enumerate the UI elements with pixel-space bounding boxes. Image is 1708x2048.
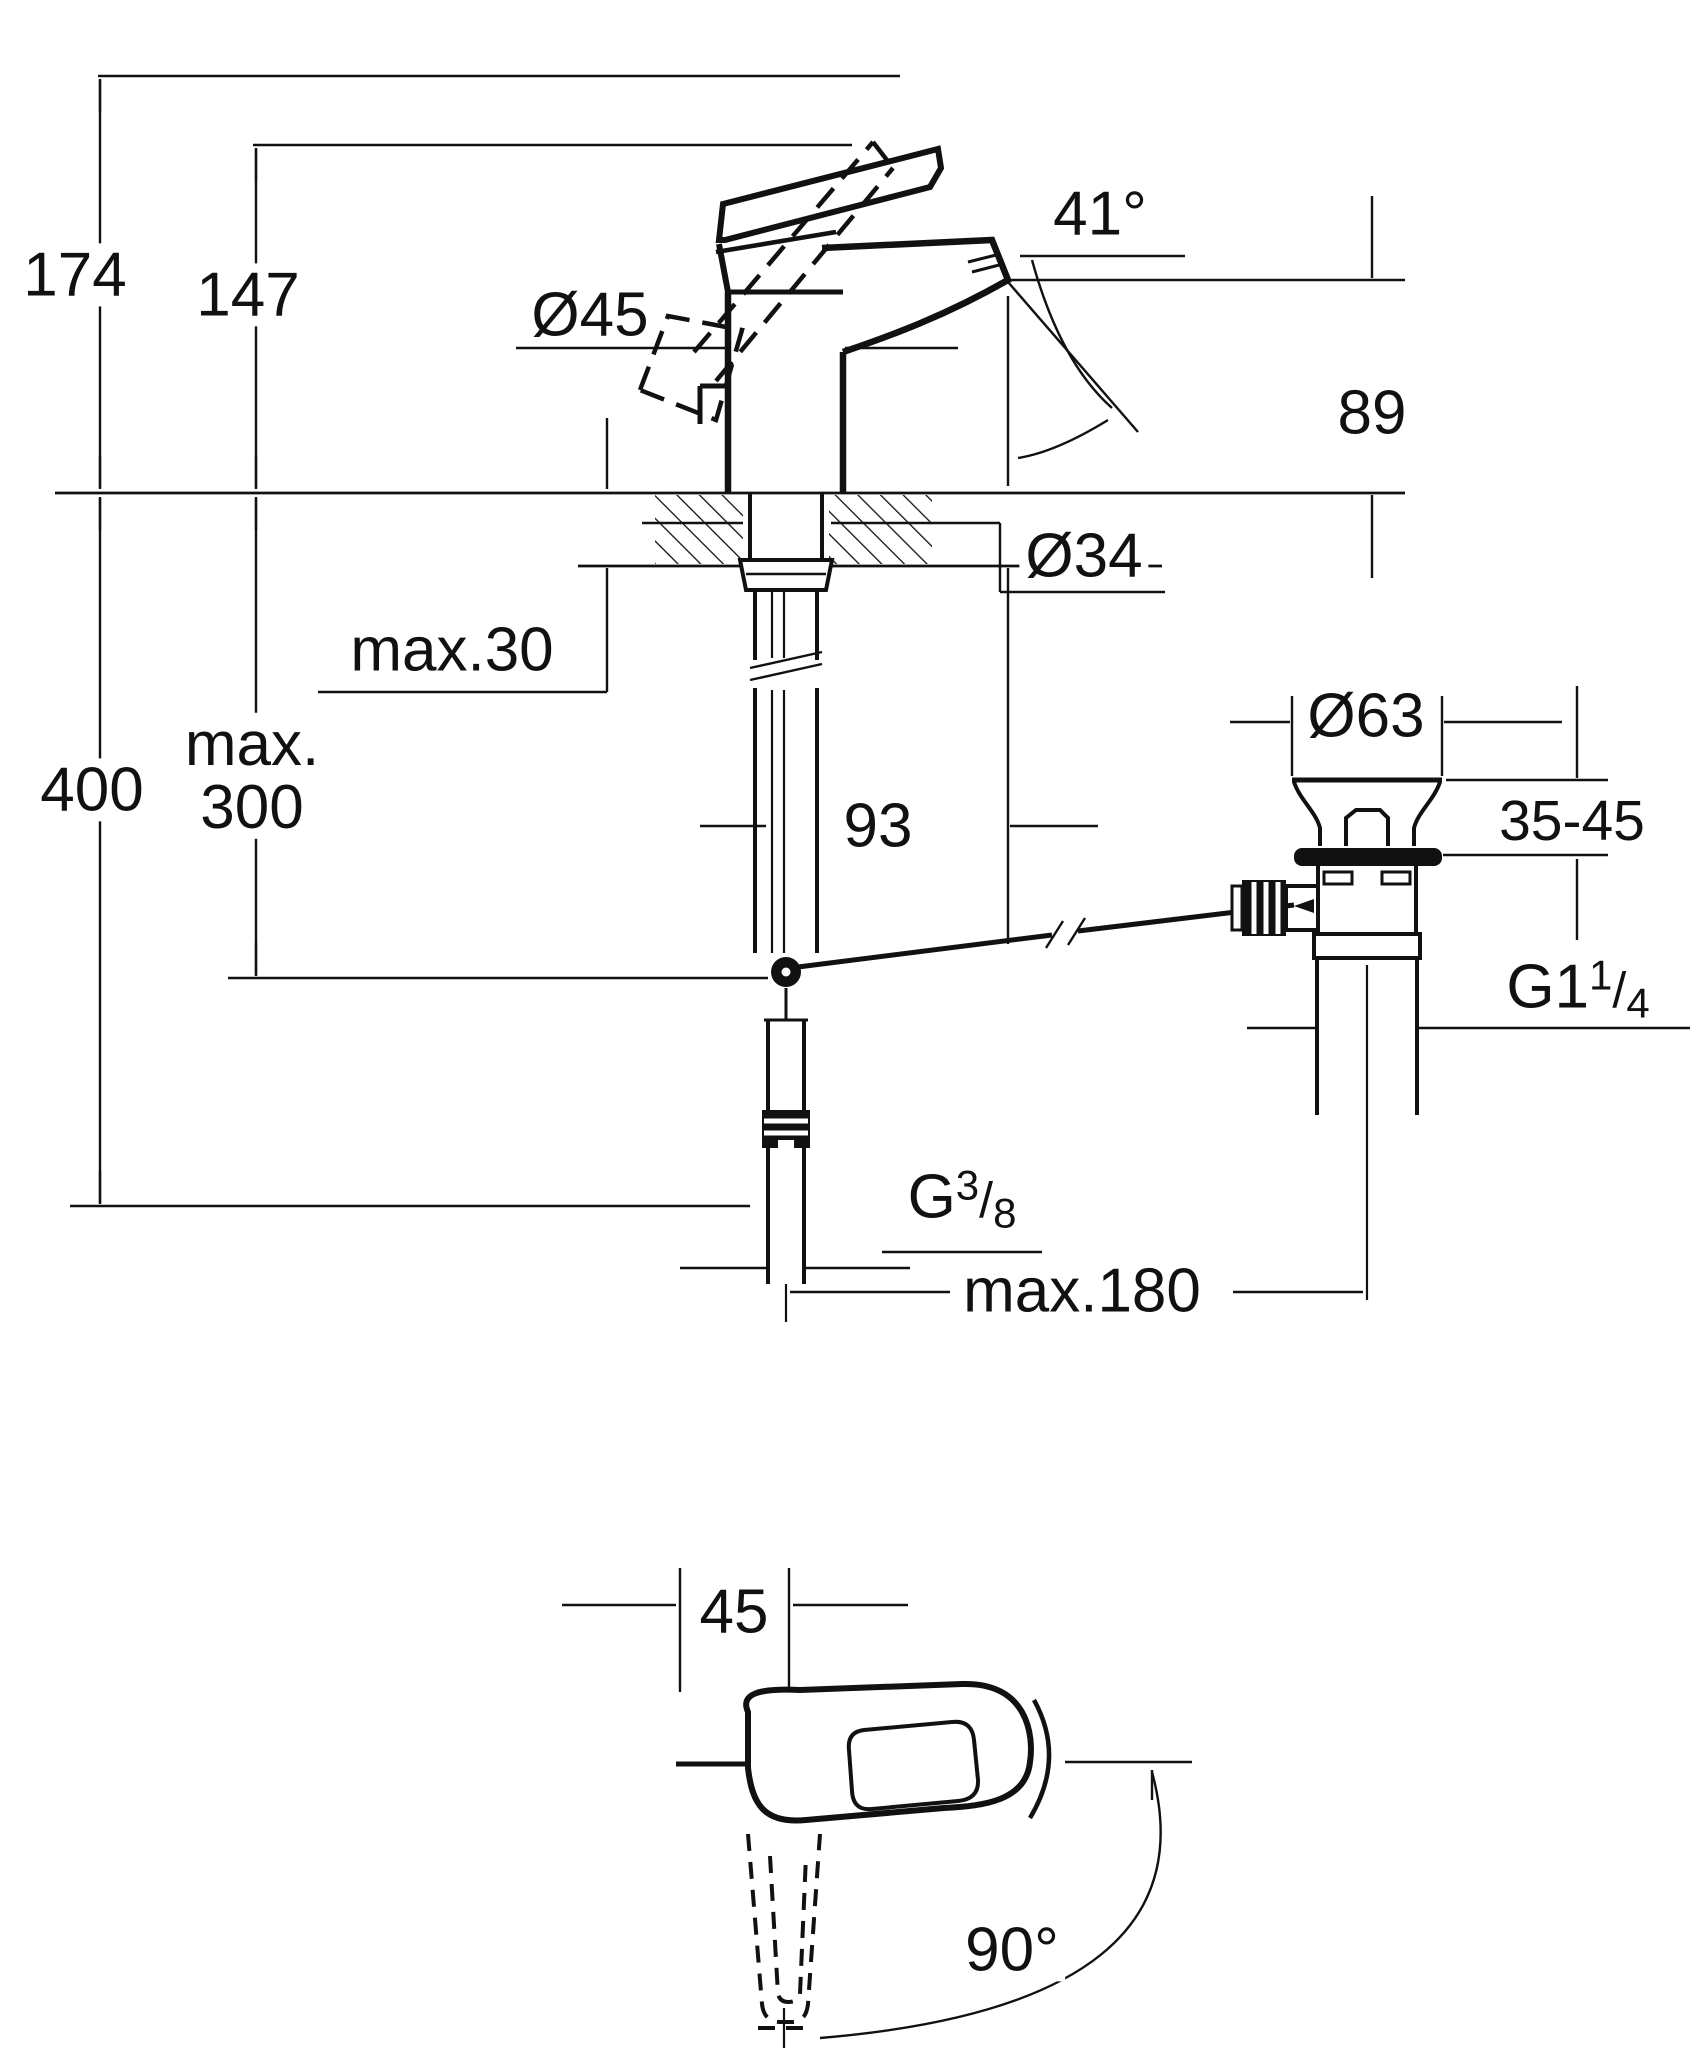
dim-label-counter-thickness: max.30 (344, 618, 560, 682)
dim-label-body-diameter: Ø45 (525, 283, 655, 347)
faucet-outline (637, 140, 1013, 492)
dim-label-hole-diameter: Ø34 (1019, 524, 1149, 588)
supply-thread-slash: / (979, 1172, 994, 1229)
spout (821, 236, 1013, 356)
plan-handle-swung-dashed (746, 1833, 822, 2030)
countertop-section (655, 495, 932, 564)
dim-label-drain-thread: G11/4 (1500, 951, 1656, 1027)
drain-valve (1230, 777, 1442, 1300)
dim-label-swivel-angle: 90° (959, 1918, 1065, 1982)
dim-label-hose-length: 400 (34, 758, 150, 822)
dim-label-handle-width: 45 (693, 1580, 775, 1644)
dim-label-spout-angle: 41° (1047, 182, 1153, 246)
dim-label-clamp-range: 35-45 (1493, 792, 1651, 850)
pipe-break (749, 650, 823, 682)
under-counter-assembly (737, 494, 1295, 1322)
plan-view (562, 1568, 1192, 2048)
popup-rod-max-line2: 300 (200, 773, 304, 842)
plan-handle (676, 1680, 1052, 1824)
drain-thread-denominator: 4 (1626, 979, 1650, 1027)
main-view (55, 74, 1690, 1322)
plan-dimensions (562, 1568, 1192, 2040)
drain-thread-slash: / (1612, 962, 1627, 1019)
popup-knob (697, 383, 728, 424)
reference-lines (55, 74, 1405, 1208)
dim-label-spout-reach: 93 (837, 794, 919, 858)
dimensions (98, 79, 1690, 1294)
dim-label-center-distance: max.180 (957, 1259, 1207, 1323)
supply-thread-base: G (907, 1162, 956, 1232)
drain-thread-numerator: 1 (1589, 951, 1613, 999)
dim-label-lever-height: 147 (190, 263, 306, 327)
popup-rod-horizontal (797, 902, 1295, 970)
dim-label-supply-thread: G3/8 (901, 1161, 1023, 1237)
drain-thread-base: G1 (1506, 952, 1590, 1022)
supply-thread-denominator: 8 (993, 1189, 1017, 1237)
dim-label-popup-rod-max: max.300 (178, 709, 326, 842)
dim-label-spout-height: 89 (1331, 381, 1413, 445)
dim-label-total-height: 174 (17, 243, 133, 307)
supply-thread-numerator: 3 (955, 1161, 980, 1209)
popup-rod-max-line1: max. (184, 709, 320, 779)
dim-label-flange-diameter: Ø63 (1301, 684, 1431, 748)
lever-raised-dashed (637, 140, 895, 424)
